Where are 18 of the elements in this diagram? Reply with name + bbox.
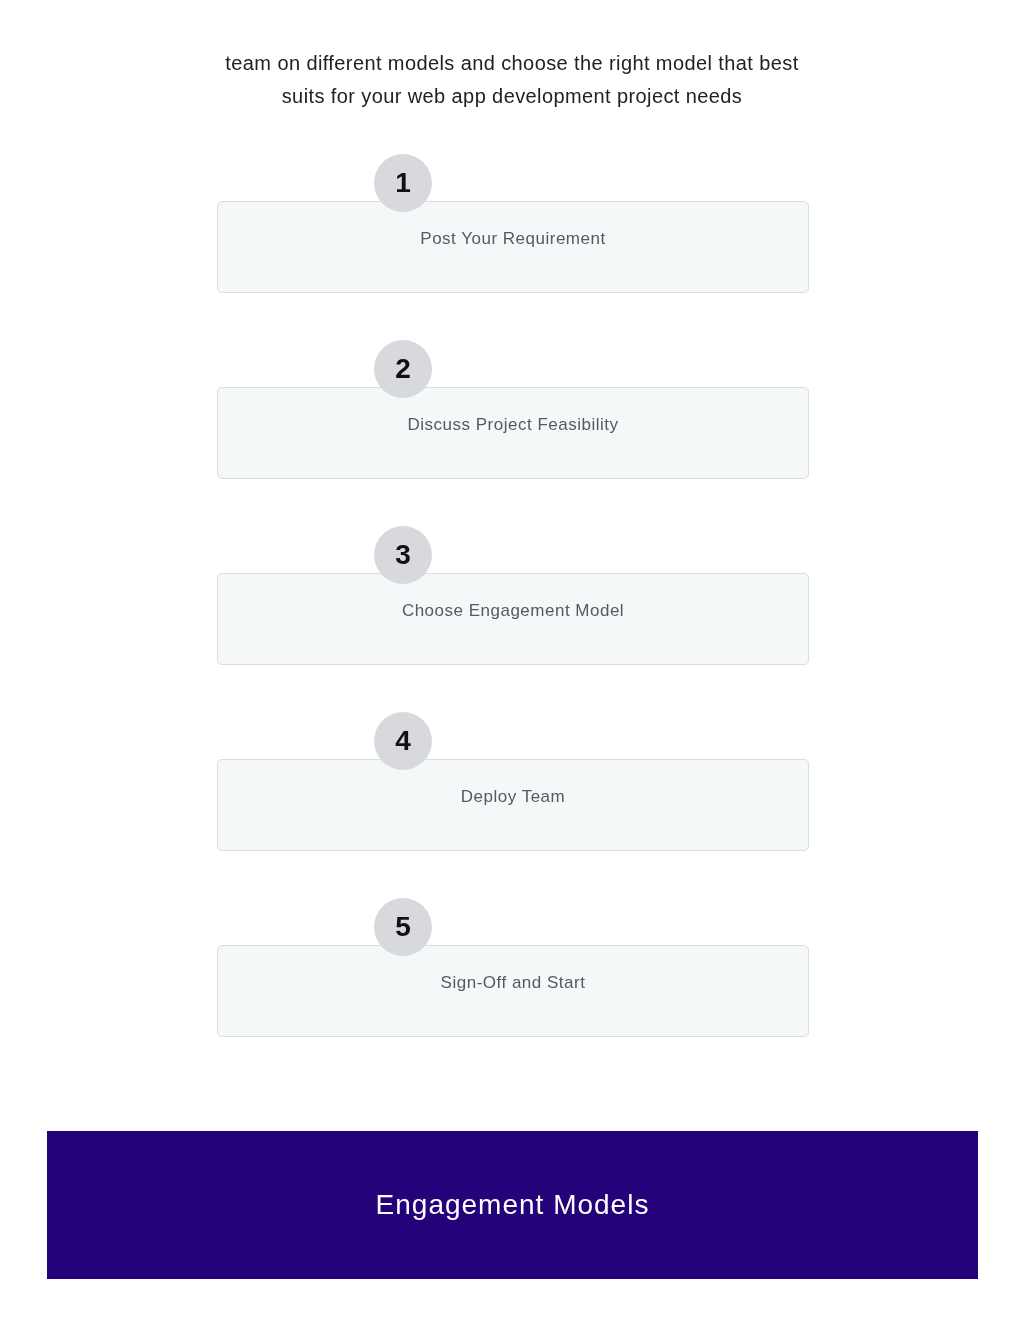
step-title: Post Your Requirement [420,228,606,250]
step-card [217,759,809,851]
step-title: Sign-Off and Start [440,972,586,994]
step-number: 3 [395,539,411,571]
step-card [217,573,809,665]
step-number: 1 [395,167,411,199]
step-card [217,945,809,1037]
step-title: Deploy Team [460,786,566,808]
step-number: 4 [395,725,411,757]
intro-paragraph: team on different models and choose the right model that best suits for your web app development project needs [224,51,800,109]
section-banner [47,1131,978,1279]
step-card [217,387,809,479]
step-card [217,201,809,293]
step-number: 5 [395,911,411,943]
step-number: 2 [395,353,411,385]
section-heading: Engagement Models [375,1188,650,1222]
step-title: Choose Engagement Model [401,600,625,622]
step-title: Discuss Project Feasibility [407,414,619,436]
